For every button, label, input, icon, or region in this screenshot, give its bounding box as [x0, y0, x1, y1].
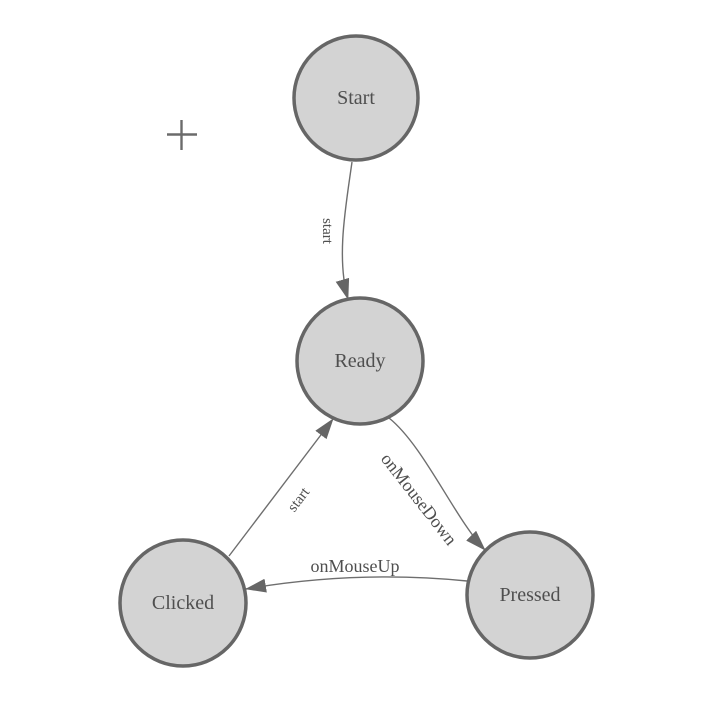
edge-label-clicked-to-ready[interactable]: start: [285, 484, 314, 515]
edge-label-start-to-ready[interactable]: start: [319, 218, 335, 245]
state-node-ready-circle[interactable]: [295, 296, 425, 426]
state-node-clicked-circle[interactable]: [118, 538, 248, 668]
state-node-start-label[interactable]: Start: [337, 87, 375, 109]
state-node-start-circle[interactable]: [292, 34, 420, 162]
edge-start-to-ready-path[interactable]: [335, 161, 353, 300]
edge-start-to-ready[interactable]: start: [319, 161, 353, 300]
state-node-pressed-label[interactable]: Pressed: [499, 584, 560, 606]
edge-label-pressed-to-clicked[interactable]: onMouseUp: [311, 556, 400, 576]
edge-pressed-to-clicked[interactable]: onMouseUp: [245, 556, 468, 593]
edge-clicked-to-ready-path[interactable]: [228, 418, 334, 557]
state-node-clicked-label[interactable]: Clicked: [152, 592, 214, 614]
edge-ready-to-pressed-path[interactable]: [388, 417, 486, 551]
edge-clicked-to-ready[interactable]: start: [228, 418, 334, 557]
state-node-pressed[interactable]: Pressed: [465, 530, 595, 660]
edge-ready-to-pressed[interactable]: onMouseDown: [377, 417, 486, 551]
state-node-pressed-circle[interactable]: [465, 530, 595, 660]
state-node-ready[interactable]: Ready: [295, 296, 425, 426]
edge-pressed-to-clicked-path[interactable]: [245, 576, 468, 593]
crosshair-cursor: [167, 120, 197, 150]
state-node-start[interactable]: Start: [292, 34, 420, 162]
state-node-ready-label[interactable]: Ready: [334, 350, 385, 372]
state-node-clicked[interactable]: Clicked: [118, 538, 248, 668]
